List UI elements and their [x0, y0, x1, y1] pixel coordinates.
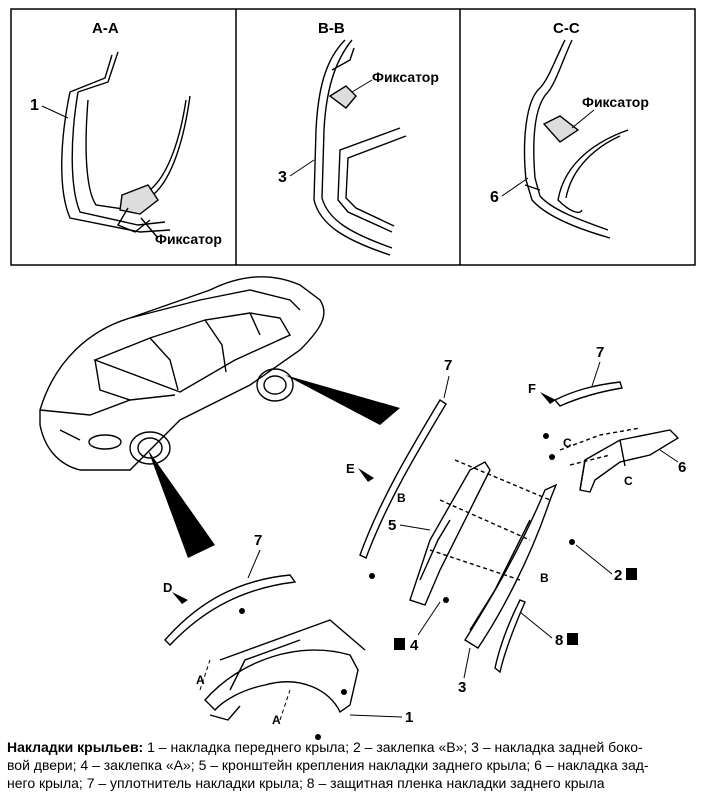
section-b-b-part-number: 3	[278, 169, 287, 186]
detail-pointer-front	[148, 450, 215, 558]
callout-7-front: 7	[254, 532, 262, 549]
section-b-label-2: B	[540, 571, 549, 585]
caption-line-2: вой двери; 4 – заклепка «А»; 5 – кронште…	[7, 757, 649, 773]
callout-3: 3	[458, 679, 466, 696]
section-a-a: A-A 1 Фиксатор	[30, 20, 222, 247]
callout-4-icon	[394, 638, 405, 650]
view-f-arrow	[540, 392, 556, 404]
rivets-rear	[239, 433, 555, 740]
car-sketch	[39, 276, 325, 471]
section-c-c-part-number: 6	[490, 189, 499, 206]
section-c-c-clip-label: Фиксатор	[582, 94, 649, 110]
callout-5: 5	[388, 517, 396, 534]
section-c-c: C-C Фиксатор 6	[490, 20, 649, 239]
rivets-middle	[369, 539, 575, 603]
callout-2: 2	[614, 567, 622, 584]
section-frames	[10, 8, 696, 266]
callout-4: 4	[410, 637, 419, 654]
section-c-label-1: C	[563, 436, 572, 450]
callout-7-rear: 7	[596, 344, 604, 361]
detail-pointer-rear	[285, 375, 400, 425]
section-a-a-part-number: 1	[30, 97, 39, 114]
section-b-label-1: B	[397, 491, 406, 505]
caption-title: Накладки крыльев:	[7, 739, 144, 755]
section-b-b-clip-label: Фиксатор	[372, 69, 439, 85]
section-b-b: B-B Фиксатор 3	[278, 20, 439, 256]
view-d-arrow	[172, 592, 188, 604]
view-f-label: F	[528, 381, 536, 396]
view-e-label: E	[346, 461, 355, 476]
section-c-label-2: C	[624, 474, 633, 488]
callout-7-middle: 7	[444, 357, 452, 374]
callout-8: 8	[555, 632, 563, 649]
view-e-arrow	[358, 468, 374, 482]
caption-line-1: 1 – накладка переднего крыла; 2 – заклеп…	[143, 739, 643, 755]
front-section-arrows	[199, 659, 291, 721]
section-c-c-title: C-C	[553, 20, 580, 37]
callout-1: 1	[405, 709, 413, 726]
section-b-b-title: B-B	[318, 20, 345, 37]
section-a-a-clip-label: Фиксатор	[155, 231, 222, 247]
figure-caption: Накладки крыльев: 1 – накладка переднего…	[7, 738, 697, 792]
section-a-label-2: A	[272, 713, 281, 727]
view-d-label: D	[163, 580, 172, 595]
front-fender-trim	[164, 574, 366, 721]
callout-6: 6	[678, 459, 686, 476]
section-a-label-1: A	[196, 673, 205, 687]
rear-fender-trim	[553, 381, 680, 493]
callout-8-icon	[567, 633, 578, 645]
section-a-a-title: A-A	[92, 20, 119, 37]
callout-2-icon	[626, 568, 637, 580]
door-trim-and-bracket	[359, 399, 558, 674]
caption-line-3: него крыла; 7 – уплотнитель накладки кры…	[7, 775, 605, 791]
